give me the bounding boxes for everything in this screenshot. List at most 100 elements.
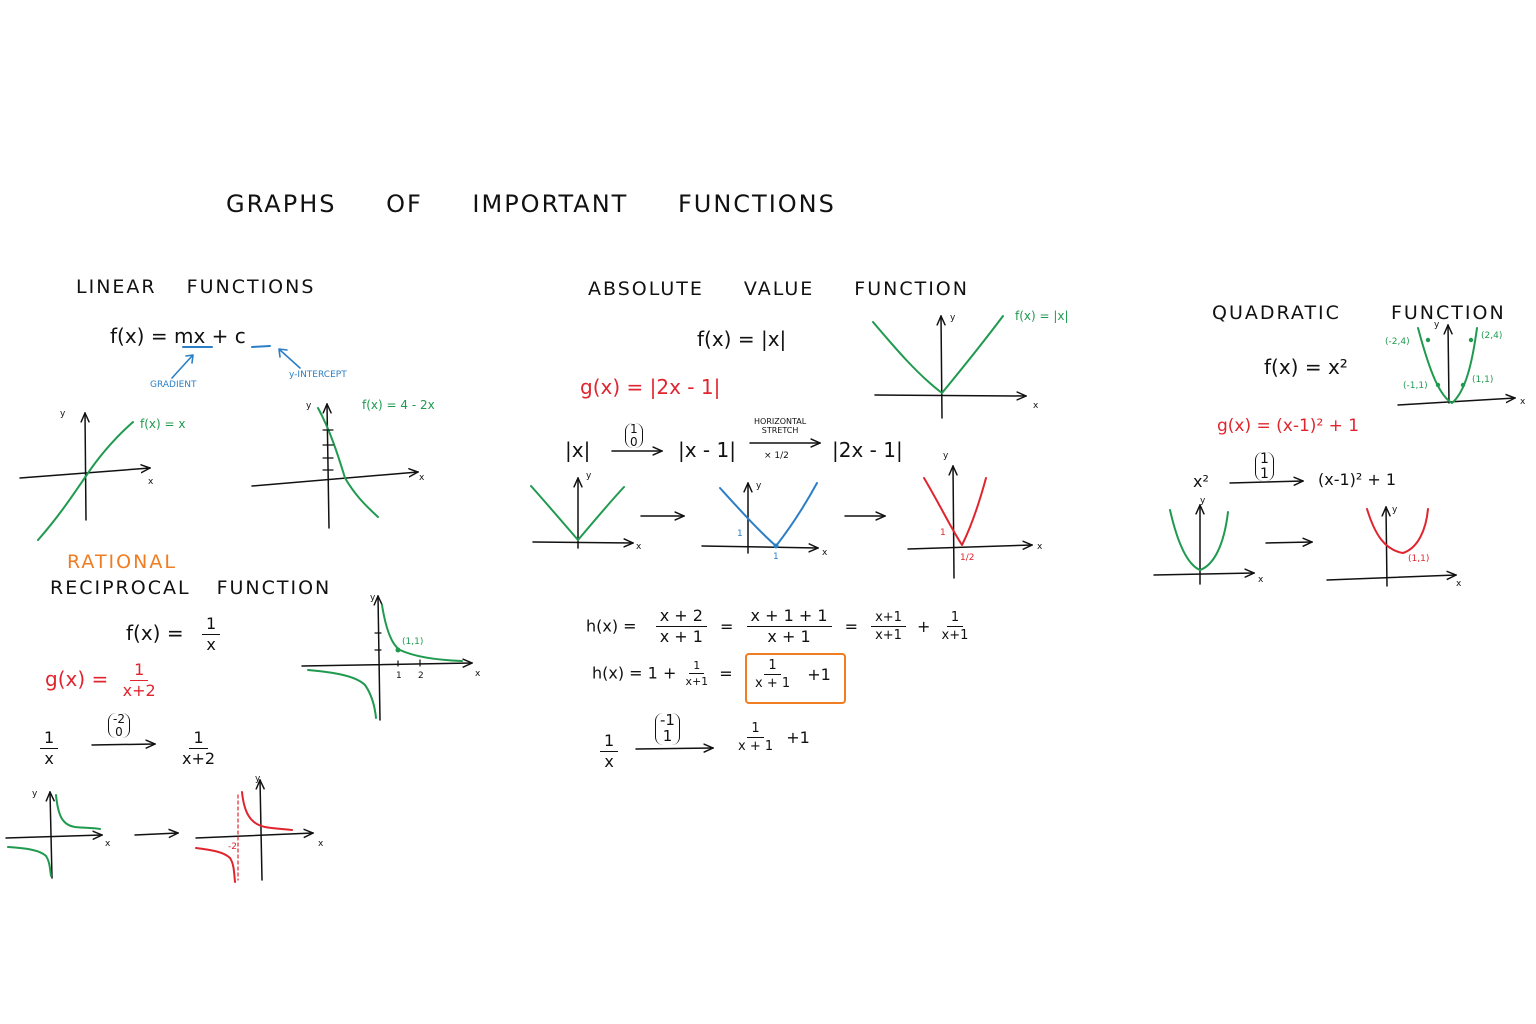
reciprocal-vector: -2 0 xyxy=(108,710,130,739)
h-boxed-num: 1 xyxy=(764,659,781,675)
quadratic-g-equation: g(x) = (x-1)² + 1 xyxy=(1217,416,1360,436)
abs-stretch-label-1: HORIZONTAL xyxy=(754,417,807,426)
abs-vector: 1 0 xyxy=(625,420,643,449)
linear-g2-x-axis-label: x xyxy=(419,473,425,483)
abs-stretch-label-2: STRETCH xyxy=(761,426,799,436)
h-line1-lhs: h(x) = xyxy=(586,616,637,636)
abs-small-graph-2 xyxy=(701,483,818,554)
absolute-value-graph xyxy=(872,316,1026,419)
h-f2-num: x + 1 + 1 xyxy=(746,608,832,627)
h-result-box xyxy=(745,653,846,704)
reciprocal-small-arrow xyxy=(134,833,178,835)
reciprocal-map-from-frac: 1 x xyxy=(40,730,59,767)
h-frac-4: 1 x+1 xyxy=(942,611,969,642)
absolute-graph-y-label: y xyxy=(950,313,956,323)
reciprocal-small2-y-label: y xyxy=(255,774,261,784)
reciprocal-small-graph-1 xyxy=(5,792,102,879)
quad-pt-pos1: (1,1) xyxy=(1472,375,1494,385)
abs-small3-tick-1: 1 xyxy=(940,528,946,538)
reciprocal-map-arrow xyxy=(91,744,155,745)
reciprocal-vec-top: -2 xyxy=(113,712,125,726)
quad-vector: 1 1 xyxy=(1255,450,1274,482)
reciprocal-heading: RECIPROCAL FUNCTION xyxy=(50,577,332,599)
absolute-g-equation: g(x) = |2x - 1| xyxy=(580,375,721,399)
rational-label: RATIONAL xyxy=(67,551,177,573)
absolute-heading: ABSOLUTE VALUE FUNCTION xyxy=(588,278,969,300)
abs-step-2: |x - 1| xyxy=(678,438,736,462)
h-vector: -1 1 xyxy=(655,712,680,745)
c-underline xyxy=(251,345,271,348)
h-line2-lhs: h(x) = 1 + xyxy=(592,663,677,683)
h-frac-2: x + 1 + 1 x + 1 xyxy=(746,608,832,645)
absolute-f-equation: f(x) = |x| xyxy=(697,327,787,351)
linear-g1-x-axis-label: x xyxy=(148,477,154,487)
h-map-arrow xyxy=(635,748,713,749)
h-f3-num: x+1 xyxy=(871,611,906,627)
quad-small2-y-label: y xyxy=(1392,505,1398,515)
h-map-to-den: x + 1 xyxy=(738,739,774,754)
abs-stretch-factor: × 1/2 xyxy=(764,451,789,461)
linear-graph-2-label: f(x) = 4 - 2x xyxy=(362,398,435,412)
abs-vec-bottom: 0 xyxy=(630,434,638,449)
page-title: GRAPHS OF IMPORTANT FUNCTIONS xyxy=(226,190,836,218)
reciprocal-tick-1: 1 xyxy=(396,671,402,681)
abs-vector-bracket: 1 0 xyxy=(625,423,643,449)
h-map-from-num: 1 xyxy=(600,733,619,752)
reciprocal-g-lhs: g(x) = xyxy=(45,667,109,691)
quad-vec-bottom: 1 xyxy=(1260,465,1269,482)
quad-map-to: (x-1)² + 1 xyxy=(1318,470,1397,489)
linear-heading: LINEAR FUNCTIONS xyxy=(76,276,316,298)
quad-small-graph-1 xyxy=(1153,505,1254,585)
reciprocal-map-from-num: 1 xyxy=(40,730,59,749)
quad-map-arrow xyxy=(1229,481,1303,483)
h-boxed-tail: +1 xyxy=(807,664,831,684)
h-vec-top: -1 xyxy=(660,711,675,729)
abs-step-1: |x| xyxy=(565,438,591,462)
h-frac-3: x+1 x+1 xyxy=(871,611,906,642)
quad-pt-neg1: (-1,1) xyxy=(1403,381,1428,391)
h-map-from-den: x xyxy=(604,752,614,771)
quad-graph-x-label: x xyxy=(1520,397,1526,407)
reciprocal-small-y-label: y xyxy=(32,789,38,799)
h-line-1: h(x) = x + 2 x + 1 = x + 1 + 1 x + 1 = x… xyxy=(586,606,969,646)
h-f1-num: x + 2 xyxy=(655,608,707,627)
reciprocal-small-x-label: x xyxy=(105,839,111,849)
reciprocal-g-equation: g(x) = 1 x+2 xyxy=(45,662,156,699)
linear-graph-2 xyxy=(251,404,418,529)
reciprocal-map-to-den: x+2 xyxy=(182,749,216,768)
intercept-arrow xyxy=(278,348,301,369)
reciprocal-map-to-frac: 1 x+2 xyxy=(182,730,215,767)
absolute-graph-x-label: x xyxy=(1033,401,1039,411)
quadratic-f-equation: f(x) = x² xyxy=(1264,355,1348,379)
abs-small3-tick-half: 1/2 xyxy=(960,553,975,563)
reciprocal-tick-2: 2 xyxy=(418,671,424,681)
abs-small2-x-label: x xyxy=(822,548,828,558)
quad-pt-pos2: (2,4) xyxy=(1481,331,1503,341)
quad-vec-top: 1 xyxy=(1260,451,1269,467)
h-f4-num: 1 xyxy=(946,611,964,627)
h-map-to-tail: +1 xyxy=(786,727,810,747)
linear-g2-y-axis-label: y xyxy=(306,401,312,411)
reciprocal-g-fraction: 1 x+2 xyxy=(123,662,156,699)
reciprocal-f-num: 1 xyxy=(201,616,221,635)
reciprocal-vector-bracket: -2 0 xyxy=(108,712,130,739)
h-map-to-frac: 1 x + 1 xyxy=(738,722,773,753)
reciprocal-f-den: x xyxy=(206,635,216,654)
quad-pt-neg2: (-2,4) xyxy=(1385,337,1410,347)
h-boxed-frac: 1 x + 1 xyxy=(755,659,790,690)
abs-small2-tick-1: 1 xyxy=(737,529,743,539)
reciprocal-vec-bottom: 0 xyxy=(115,724,123,739)
linear-formula: f(x) = mx + c xyxy=(110,324,246,348)
quad-small1-y-label: y xyxy=(1200,496,1206,506)
abs-step-3: |2x - 1| xyxy=(832,438,903,462)
abs-stretch-label: HORIZONTAL STRETCH xyxy=(754,417,806,435)
linear-graph-1 xyxy=(19,413,150,541)
quadratic-heading: QUADRATIC FUNCTION xyxy=(1212,302,1506,324)
reciprocal-small-graph-2 xyxy=(195,780,313,883)
abs-small2-tick-x1: 1 xyxy=(773,552,779,562)
reciprocal-map-to-num: 1 xyxy=(189,730,208,749)
reciprocal-asymptote-label: -2 xyxy=(228,842,237,852)
h-line-2: h(x) = 1 + 1 x+1 = xyxy=(592,659,733,688)
reciprocal-f-fraction: 1 x xyxy=(201,616,221,654)
quadratic-graph xyxy=(1397,325,1515,406)
